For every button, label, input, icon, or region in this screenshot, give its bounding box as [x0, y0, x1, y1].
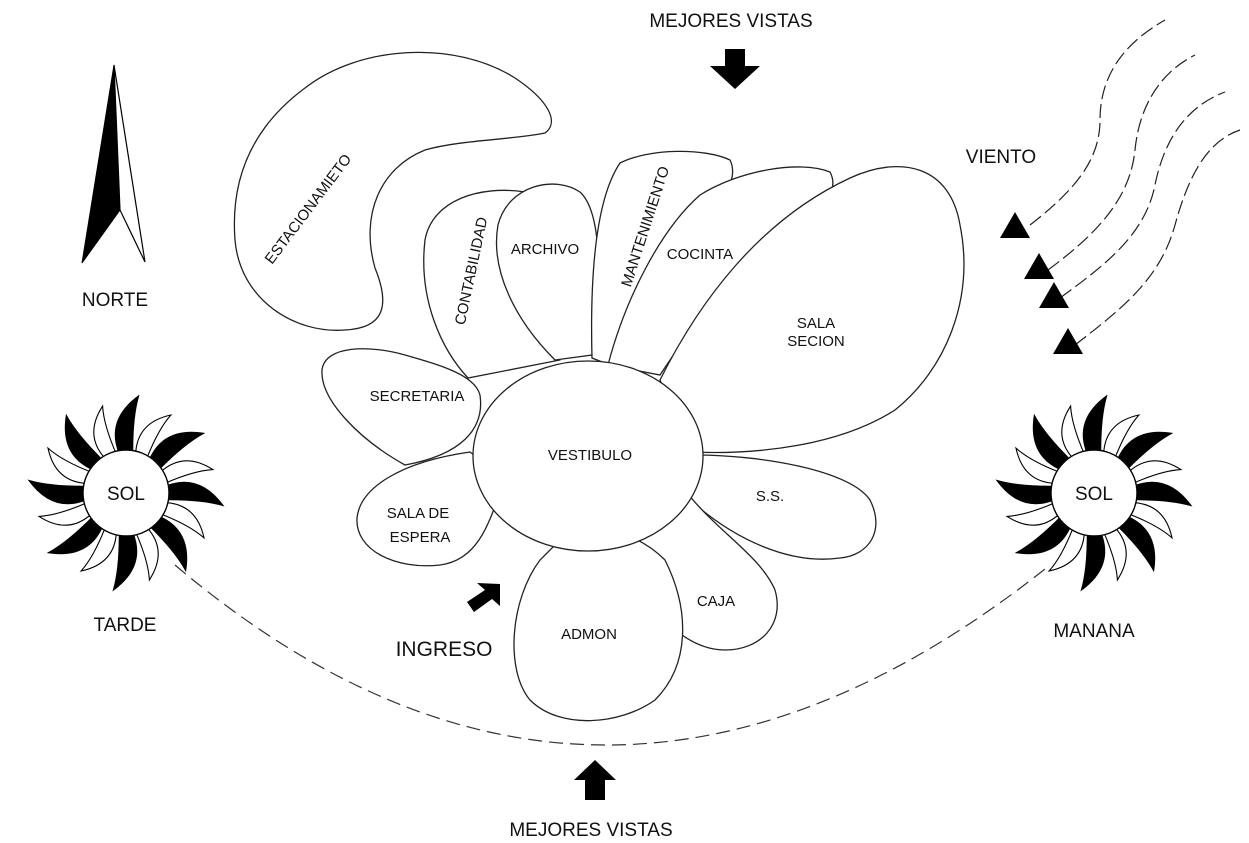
sun-ray: [134, 526, 159, 582]
zone-sala-sesion: [659, 165, 965, 454]
zone-estacionamiento: [233, 51, 553, 331]
sun-ray: [27, 479, 88, 505]
sun-ray: [112, 531, 138, 592]
sun-ray: [159, 502, 205, 540]
compass-label: NORTE: [82, 290, 148, 311]
north-arrow-icon: [81, 64, 146, 264]
label-archivo: ARCHIVO: [511, 241, 579, 258]
sun-ray: [1032, 413, 1072, 471]
sun-ray: [164, 481, 225, 507]
entrance-label: INGRESO: [396, 638, 493, 661]
sun-ray: [1014, 515, 1072, 555]
zone-vestibulo: [472, 360, 704, 552]
sun-ray: [1005, 501, 1061, 526]
views-bottom-label: MEJORES VISTAS: [509, 820, 672, 841]
sun-ray: [1102, 526, 1127, 582]
sun-ray: [135, 414, 173, 460]
zone-sala-espera: [356, 451, 506, 567]
wind-label: VIENTO: [966, 147, 1036, 168]
label-sala-sesion-2: SECION: [787, 333, 845, 350]
label-sala-espera-2: ESPERA: [390, 529, 451, 546]
sun-ray: [159, 460, 215, 485]
sun-ray: [148, 431, 206, 471]
sun-ray: [1132, 481, 1193, 507]
sun-ray: [47, 446, 93, 484]
zone-ss: [689, 454, 877, 560]
views-bottom-arrow-icon: [574, 760, 616, 800]
zone-secretaria: [321, 348, 482, 466]
sun-morning-icon: [995, 394, 1193, 592]
sun-ray: [1061, 404, 1086, 460]
label-secretaria: SECRETARIA: [370, 388, 465, 405]
sun-ray: [46, 515, 104, 555]
label-sala-sesion-1: SALA: [797, 315, 835, 332]
sun-ray: [1015, 446, 1061, 484]
sun-ray: [1127, 460, 1183, 485]
sun-ray: [64, 413, 104, 471]
sun-afternoon-label: SOL: [107, 484, 145, 505]
sun-ray: [37, 501, 93, 526]
label-sala-espera-1: SALA DE: [387, 505, 450, 522]
views-top-label: MEJORES VISTAS: [649, 11, 812, 32]
label-admon: ADMON: [561, 626, 617, 643]
sun-ray: [1116, 515, 1156, 573]
zone-admon: [513, 530, 684, 722]
sun-ray: [114, 394, 140, 455]
views-top-arrow-icon: [710, 49, 760, 89]
sun-afternoon-caption: TARDE: [94, 615, 157, 636]
sun-ray: [93, 404, 118, 460]
label-cocina: COCINTA: [667, 246, 733, 263]
wind-arrow-icons: [1000, 212, 1083, 354]
label-caja: CAJA: [697, 593, 735, 610]
sun-ray: [148, 515, 188, 573]
sun-ray: [995, 479, 1056, 505]
sun-ray: [1127, 502, 1173, 540]
sun-ray: [1116, 431, 1174, 471]
sun-morning-caption: MANANA: [1053, 621, 1135, 642]
sun-ray: [1082, 394, 1108, 455]
sun-ray: [1047, 526, 1085, 572]
sun-ray: [79, 526, 117, 572]
label-ss: S.S.: [756, 488, 784, 505]
sun-ray: [1080, 531, 1106, 592]
label-vestibulo: VESTIBULO: [548, 447, 632, 464]
sun-morning-label: SOL: [1075, 484, 1113, 505]
wind-lines: [1029, 19, 1241, 346]
sun-path-arc: [174, 564, 1051, 746]
sun-afternoon-icon: [27, 394, 225, 592]
sun-ray: [1103, 414, 1141, 460]
entrance-arrow-icon: [467, 583, 500, 612]
